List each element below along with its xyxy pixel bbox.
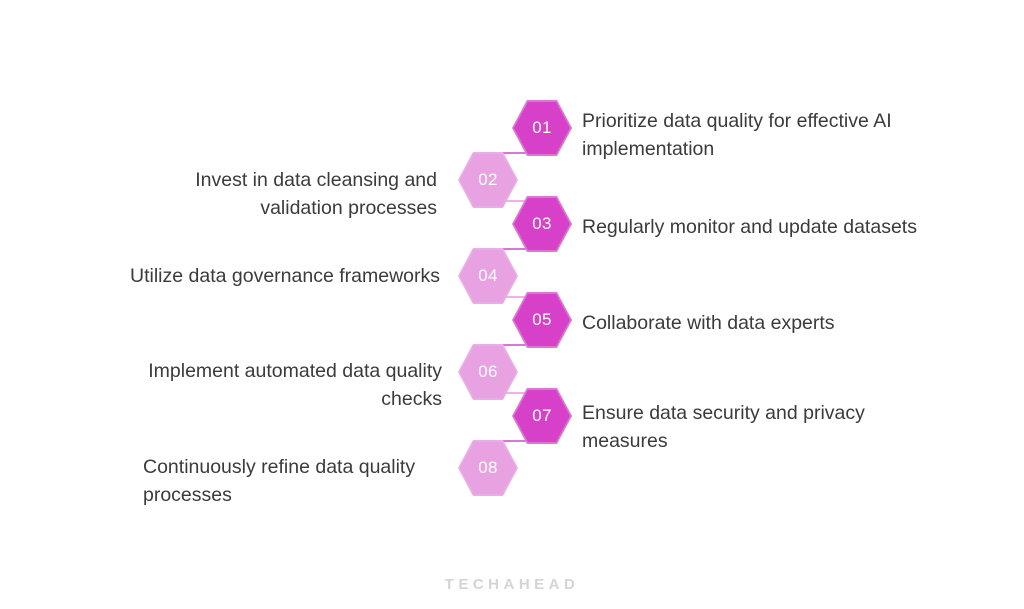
step-number-03: 03 (532, 214, 552, 233)
hexagon-fill-icon (460, 250, 516, 302)
step-number-04: 04 (478, 266, 498, 285)
hexagon-fill-icon (460, 154, 516, 206)
hexagon-fill-icon (460, 346, 516, 398)
step-number-05: 05 (532, 310, 552, 329)
hexagon-chain: 01 Prioritize data quality for effective… (130, 100, 917, 506)
step-label-05: Collaborate with data experts (582, 312, 835, 334)
step-number-07: 07 (532, 406, 552, 425)
step-number-08: 08 (478, 458, 498, 477)
step-label-02: Invest in data cleansing and validation … (195, 169, 437, 219)
step-node-05[interactable]: 05 (512, 292, 572, 348)
step-label-03: Regularly monitor and update datasets (582, 216, 917, 238)
step-label-08: Continuously refine data quality process… (143, 456, 416, 506)
hexagon-fill-icon (460, 442, 516, 494)
step-label-01: Prioritize data quality for effective AI… (582, 110, 892, 160)
connector-05-06 (496, 344, 540, 346)
step-node-04[interactable]: 04 (458, 248, 518, 304)
step-label-04: Utilize data governance frameworks (130, 265, 440, 287)
step-node-02[interactable]: 02 (458, 152, 518, 208)
step-number-01: 01 (532, 118, 552, 137)
step-number-02: 02 (478, 170, 498, 189)
step-number-06: 06 (478, 362, 498, 381)
step-node-01[interactable]: 01 (512, 100, 572, 156)
step-node-03[interactable]: 03 (512, 196, 572, 252)
step-label-06: Implement automated data quality checks (148, 360, 442, 410)
brand-wordmark: TECHAHEAD (444, 576, 580, 593)
step-node-07[interactable]: 07 (512, 388, 572, 444)
connector-07-08 (496, 440, 540, 442)
connector-01-02 (496, 152, 540, 154)
connector-02-03 (486, 200, 546, 202)
step-label-07: Ensure data security and privacy measure… (582, 402, 865, 452)
step-node-06[interactable]: 06 (458, 344, 518, 400)
connector-06-07 (486, 392, 546, 394)
step-node-08[interactable]: 08 (458, 440, 518, 496)
connector-04-05 (486, 296, 546, 298)
connector-03-04 (496, 248, 540, 250)
